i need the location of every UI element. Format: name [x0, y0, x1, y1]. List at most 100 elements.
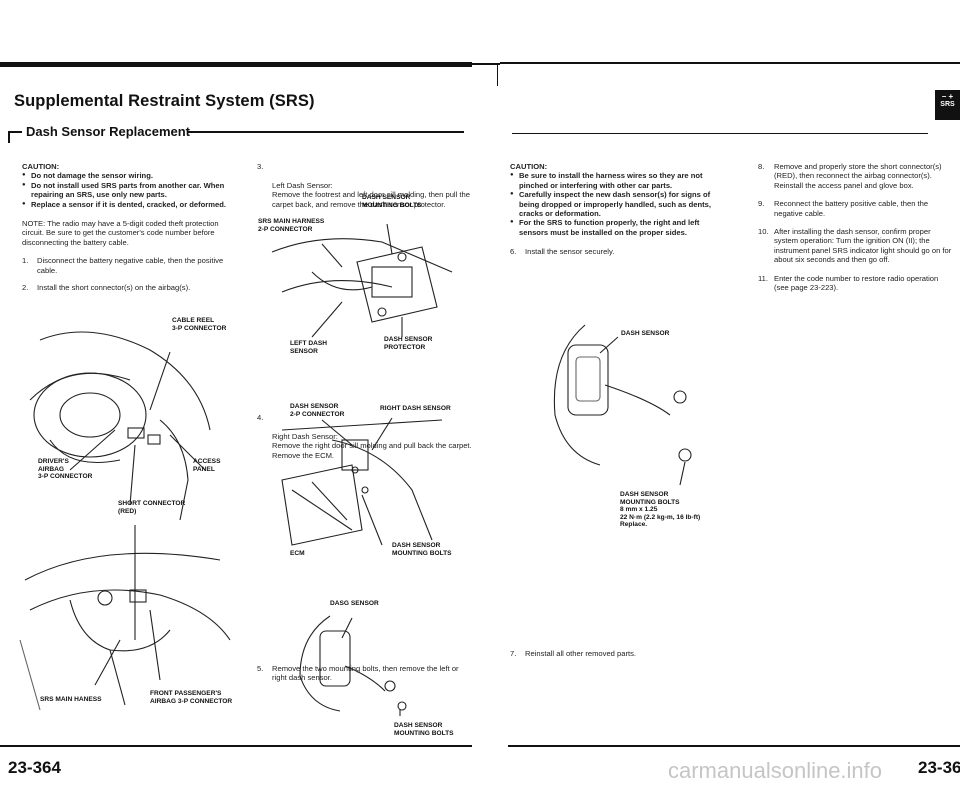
label-drivers-airbag: DRIVER'S AIRBAG 3-P CONNECTOR: [38, 458, 93, 481]
leader-line: [341, 617, 353, 639]
leader-line: [311, 301, 343, 338]
label-left-dash-sensor: LEFT DASH SENSOR: [290, 340, 327, 355]
body-line: [281, 419, 443, 431]
steering-hub: [59, 392, 121, 438]
step-number: 1.: [22, 256, 29, 266]
step-2: 2. Install the short connector(s) on the…: [22, 283, 242, 292]
label-sensor-protector: DASH SENSOR PROTECTOR: [384, 336, 433, 351]
top-rule-left: [0, 62, 472, 67]
step-text: Disconnect the battery negative cable, t…: [37, 256, 224, 275]
step-text: Reconnect the battery positive cable, th…: [774, 199, 929, 218]
label-mounting-bolts-spec: DASH SENSOR MOUNTING BOLTS 8 mm x 1.25 2…: [620, 491, 701, 529]
sensor-protector: [356, 246, 438, 323]
dash-sensor: [319, 630, 351, 687]
top-rule-right: [500, 62, 960, 64]
dash-sensor: [567, 344, 609, 416]
section-subtitle: Dash Sensor Replacement: [26, 124, 191, 139]
lower-panel: [29, 589, 231, 641]
harness-wire: [344, 665, 386, 692]
caution-item: For the SRS to function properly, the ri…: [510, 218, 715, 237]
connector-round: [97, 590, 113, 606]
step-text: Remove the two mounting bolts, then remo…: [272, 664, 459, 683]
step-3: 3. Left Dash Sensor: Remove the footrest…: [257, 162, 472, 209]
label-mounting-bolts: DASH SENSOR MOUNTING BOLTS: [362, 194, 422, 209]
dash-sensor: [341, 439, 369, 471]
dash-sensor: [371, 266, 413, 298]
panel-edge: [159, 419, 189, 521]
leader-line: [169, 434, 206, 471]
page-title: Supplemental Restraint System (SRS): [14, 92, 315, 110]
figure-left-dash-sensor: [271, 223, 453, 338]
label-ecm: ECM: [290, 550, 305, 557]
figure-sensor-removal: [299, 615, 407, 716]
label-right-dash-sensor: RIGHT DASH SENSOR: [380, 405, 451, 412]
leader-line: [94, 639, 121, 686]
caution-item: Replace a sensor if it is dented, cracke…: [22, 200, 242, 210]
bolt: [384, 680, 396, 692]
ecm-box: [281, 464, 363, 546]
leader-line: [386, 223, 393, 255]
connector-block: [147, 434, 161, 445]
subtitle-bracket-v: [8, 131, 10, 143]
page-number-left: 23-364: [8, 758, 61, 777]
body-line: [331, 439, 433, 541]
label-access-panel: ACCESS PANEL: [193, 458, 221, 473]
bolt: [361, 486, 369, 494]
lower-dash: [24, 552, 221, 581]
step-5: 5. Remove the two mounting bolts, then r…: [257, 664, 472, 683]
label-dash-sensor: DASH SENSOR: [621, 330, 670, 337]
leader-line: [69, 429, 116, 471]
step-text: Install the sensor securely.: [525, 247, 615, 257]
caution-heading: CAUTION:: [22, 162, 60, 171]
top-rule-left-thin: [472, 63, 500, 65]
step-number: 7.: [510, 648, 517, 658]
step-10: 10. After installing the dash sensor, co…: [758, 227, 953, 265]
right-header-rule: [512, 133, 928, 134]
footer-rule-right: [508, 745, 960, 747]
leader-line: [371, 417, 393, 451]
watermark-text: carmanualsonline.info: [668, 758, 883, 783]
leader-line: [129, 444, 136, 506]
label-sensor-2p-connector: DASH SENSOR 2-P CONNECTOR: [290, 403, 345, 418]
frame-line: [19, 639, 41, 711]
dash-line: [29, 372, 131, 401]
step-text: Left Dash Sensor: Remove the footrest an…: [272, 180, 470, 209]
body-line: [271, 238, 453, 273]
center-divider: [497, 64, 498, 86]
caution-item: Be sure to install the harness wires so …: [510, 171, 715, 190]
bolt: [678, 448, 692, 462]
figure-sensor-install: [553, 324, 692, 486]
step-8: 8. Remove and properly store the short c…: [758, 162, 953, 190]
caution-heading: CAUTION:: [510, 162, 548, 171]
connector-block: [127, 427, 145, 439]
leader-line: [321, 419, 353, 446]
sensor-inner: [575, 356, 601, 402]
leader-line: [321, 243, 343, 268]
figure-right-dash-sensor: [281, 417, 443, 546]
step-text: Reinstall all other removed parts.: [525, 648, 637, 658]
caution-item: Do not install used SRS parts from anoth…: [22, 181, 242, 200]
leader-line: [361, 494, 383, 546]
caution-item: Do not damage the sensor wiring.: [22, 171, 242, 181]
step-number: 5.: [257, 664, 264, 674]
harness-wire: [604, 384, 671, 416]
dash-outline: [39, 331, 211, 431]
step-number: 2.: [22, 283, 29, 293]
step-number: 10.: [758, 227, 769, 237]
ecm-detail: [311, 481, 348, 521]
label-srs-main-harness: SRS MAIN HANESS: [40, 696, 102, 703]
subtitle-rule: [188, 131, 464, 133]
step-1: 1. Disconnect the battery negative cable…: [22, 256, 242, 275]
label-main-harness-2p: SRS MAIN HARNESS 2-P CONNECTOR: [258, 218, 325, 233]
bolt: [673, 390, 687, 404]
body-line: [299, 615, 341, 712]
bolt: [397, 252, 407, 262]
step-text: Install the short connector(s) on the ai…: [37, 283, 191, 293]
leader-line: [599, 336, 619, 354]
step-number: 6.: [510, 247, 517, 257]
step-number: 3.: [257, 162, 264, 171]
note-text: NOTE: The radio may have a 5-digit coded…: [22, 219, 219, 247]
column-line: [49, 439, 121, 463]
step-text: Enter the code number to restore radio o…: [774, 273, 939, 293]
label-mounting-bolts-3: DASH SENSOR MOUNTING BOLTS: [394, 722, 454, 737]
